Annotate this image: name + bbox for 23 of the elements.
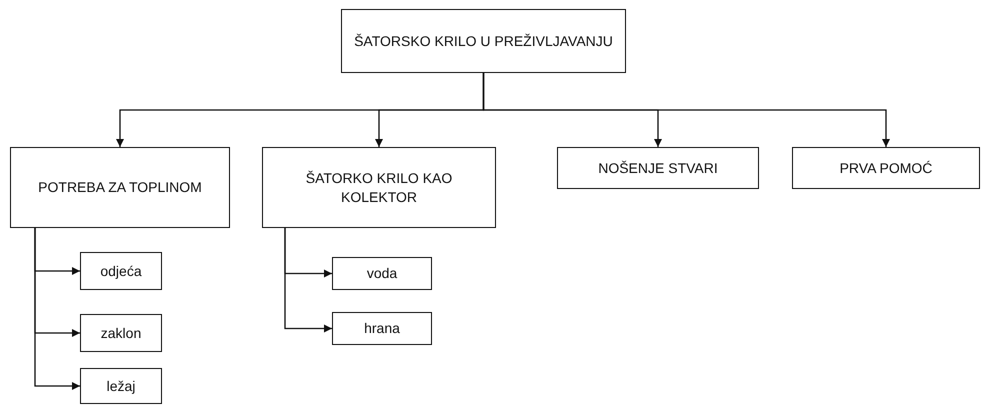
item-box <box>80 314 162 352</box>
category-box <box>557 147 759 189</box>
item-box <box>332 257 432 290</box>
item-box <box>80 252 162 290</box>
node-label: hrana <box>364 319 400 338</box>
category-box <box>262 147 496 228</box>
node-label: ležaj <box>106 376 136 396</box>
node-label: NOŠENJE STVARI <box>598 158 718 178</box>
item-box <box>80 368 162 404</box>
item-box <box>332 312 432 345</box>
node-label: ŠATORKO KRILO KAO KOLEKTOR <box>304 168 454 206</box>
node-label: odjeća <box>100 262 142 280</box>
arrow <box>482 73 890 147</box>
title-box <box>341 9 626 73</box>
category-box <box>792 147 980 189</box>
node-label: PRVA POMOĆ <box>840 158 932 178</box>
node-label: ŠATORSKO KRILO U PREŽIVLJAVANJU <box>354 32 613 50</box>
node-label: zaklon <box>100 324 142 342</box>
node-label: POTREBA ZA TOPLINOM <box>38 178 202 197</box>
arrow <box>284 228 332 332</box>
category-box <box>10 147 230 228</box>
arrow <box>34 228 80 390</box>
node-label: voda <box>366 264 398 283</box>
